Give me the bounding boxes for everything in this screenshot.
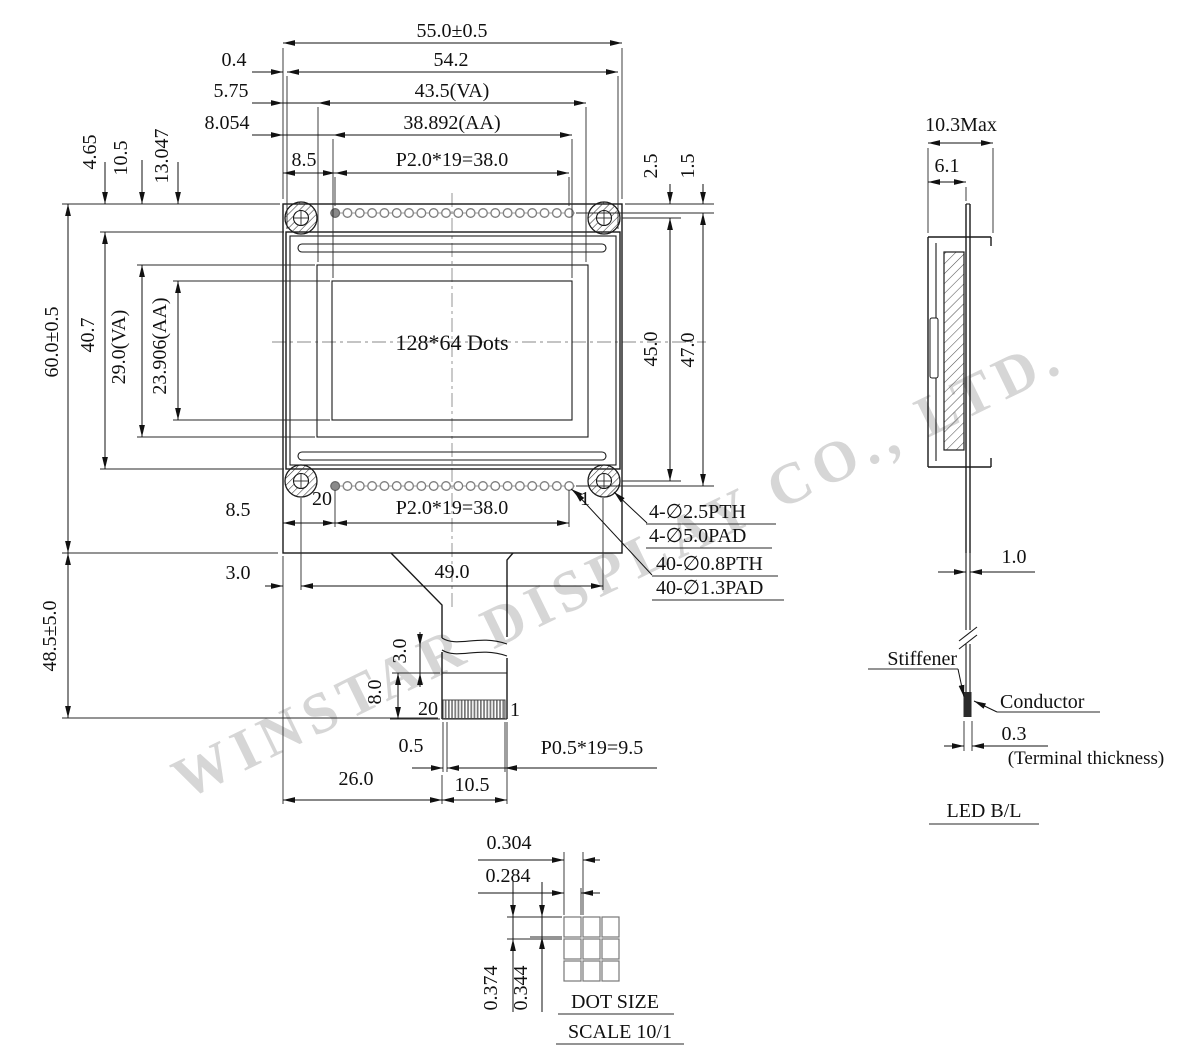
dim-va-height: 29.0(VA): [108, 310, 130, 385]
dim-dot-h-pitch: 0.304: [487, 832, 532, 854]
tail-pin-1-label: 1: [510, 699, 520, 721]
dim-edge-to-tail: 26.0: [339, 768, 374, 790]
dim-top-to-va: 10.5: [110, 141, 132, 176]
dim-edge-to-pad-bottom: 8.5: [226, 499, 251, 521]
lcd-bump: [929, 317, 939, 379]
dim-edge-to-pad-v: 1.5: [677, 154, 699, 179]
dim-tail-length: 48.5±5.0: [39, 601, 61, 672]
pad-20-top: [330, 208, 341, 218]
dim-va-width: 43.5(VA): [415, 80, 490, 102]
side-view: 10.3Max 6.1 1.0 Stiffener Conductor 0.3 …: [868, 114, 1164, 825]
dim-pad-span-v: 47.0: [677, 333, 699, 368]
dim-tail-end: 8.0: [364, 680, 386, 705]
dim-pad-pitch-bottom: P2.0*19=38.0: [396, 497, 508, 519]
dim-hole-span-h: 49.0: [435, 561, 470, 583]
front-view: 128*64 Dots: [39, 20, 784, 804]
dim-overall-width: 55.0±0.5: [417, 20, 488, 42]
conductor-label: Conductor: [1000, 691, 1085, 713]
pad-20-bottom: [330, 481, 341, 491]
dim-dot-height: 0.344: [510, 966, 532, 1011]
dot-size-title: DOT SIZE: [571, 991, 659, 1013]
mounting-hole: [284, 464, 318, 498]
dim-bezel-width: 54.2: [434, 49, 469, 71]
dim-aa-height: 23.906(AA): [149, 297, 171, 394]
dim-contact-offset: 0.5: [399, 735, 424, 757]
side-outline: [927, 203, 992, 553]
dim-top-to-bezel: 4.65: [79, 135, 101, 170]
dim-tail-neck: 3.0: [389, 639, 411, 664]
fpc-side: [958, 553, 978, 717]
dim-edge-to-hole-h: 3.0: [226, 562, 251, 584]
stiffener-label: Stiffener: [887, 648, 957, 670]
dot-size-scale: SCALE 10/1: [568, 1021, 672, 1043]
dot-labels: 0.304 0.284 0.374 0.344 DOT SIZE SCALE 1…: [480, 832, 672, 1043]
mounting-hole: [587, 464, 621, 498]
callout-pin-pth: 40-∅0.8PTH: [656, 553, 763, 575]
dim-max-thickness: 10.3Max: [925, 114, 997, 136]
terminal-end: [963, 692, 972, 717]
dim-edge-to-aa: 8.054: [205, 112, 250, 134]
dim-fpc-thickness: 1.0: [1002, 546, 1027, 568]
dim-dot-width: 0.284: [486, 865, 531, 887]
dim-aa-width: 38.892(AA): [403, 112, 500, 134]
pad-rows: [329, 205, 576, 495]
mounting-hole: [284, 201, 318, 235]
dim-terminal-thickness: 0.3: [1002, 723, 1027, 745]
mounting-hole: [587, 201, 621, 235]
callout-hole-pad: 4-∅5.0PAD: [649, 525, 746, 547]
dim-edge-to-pad-top: 8.5: [292, 149, 317, 171]
backlight-label: LED B/L: [947, 800, 1022, 822]
backlight-side: [943, 251, 965, 451]
dim-overall-height: 60.0±0.5: [41, 307, 63, 378]
dim-dot-v-pitch: 0.374: [480, 966, 502, 1011]
pin-1-label: 1: [580, 488, 590, 510]
dim-edge-to-bezel: 0.4: [222, 49, 247, 71]
dimension-lines: [65, 40, 784, 803]
dim-edge-to-va: 5.75: [214, 80, 249, 102]
dim-bezel-height: 40.7: [77, 318, 99, 353]
dim-edge-to-hole-v: 2.5: [640, 154, 662, 179]
side-labels: 10.3Max 6.1 1.0 Stiffener Conductor 0.3 …: [887, 114, 1164, 822]
extension-lines: [62, 48, 714, 804]
dot-grid: [563, 916, 620, 982]
callout-pin-pad: 40-∅1.3PAD: [656, 577, 763, 599]
pcb-outline: [282, 203, 623, 554]
side-dimensions: [868, 140, 1100, 825]
dim-top-to-aa: 13.047: [151, 129, 173, 184]
mounting-holes: [284, 201, 621, 498]
pin-20-label: 20: [312, 488, 332, 510]
fpc-contacts: [442, 699, 506, 719]
dim-tail-width: 10.5: [455, 774, 490, 796]
callout-hole-pth: 4-∅2.5PTH: [649, 501, 746, 523]
dim-contact-pitch: P0.5*19=9.5: [541, 737, 643, 759]
tail-pin-20-label: 20: [418, 698, 438, 720]
terminal-thickness-note: (Terminal thickness): [1008, 748, 1164, 769]
dimension-labels: 55.0±0.5 54.2 0.4 43.5(VA) 5.75 38.892(A…: [39, 20, 763, 796]
dot-dimensions: [478, 857, 684, 1045]
dim-pad-pitch-top: P2.0*19=38.0: [396, 149, 508, 171]
dim-hole-span-v: 45.0: [640, 332, 662, 367]
dim-module-thickness: 6.1: [935, 155, 960, 177]
dot-size-detail: 0.304 0.284 0.374 0.344 DOT SIZE SCALE 1…: [478, 832, 684, 1045]
fpc-tail: [390, 552, 514, 720]
